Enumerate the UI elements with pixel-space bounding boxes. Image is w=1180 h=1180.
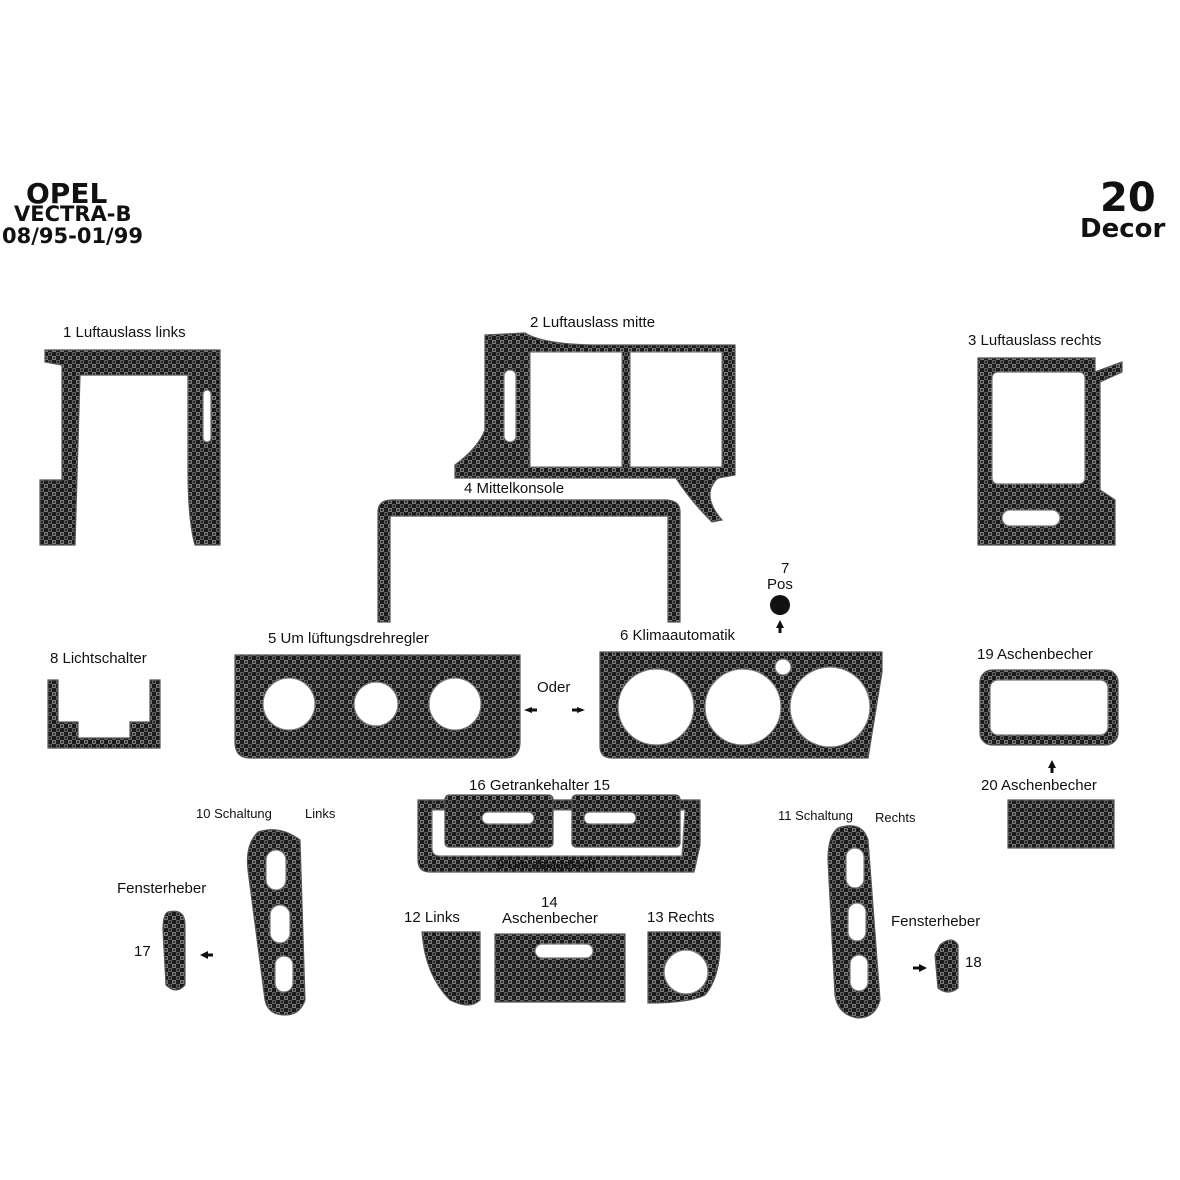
label-part-11-b: Rechts: [875, 810, 916, 825]
label-part-19: 19 Aschenbecher: [977, 646, 1093, 663]
part-12-left-panel: [421, 931, 481, 1006]
kit-type: Decor: [1080, 214, 1166, 244]
part-1-vent-left: [39, 349, 221, 546]
part-14-ashtray-panel: [494, 933, 626, 1003]
label-part-7-pos: Pos: [767, 576, 793, 593]
label-part-10-b: Links: [305, 806, 336, 821]
part-17-window-switch-left: [162, 910, 213, 991]
part-3-vent-right: [977, 357, 1123, 546]
label-part-3: 3 Luftauslass rechts: [968, 332, 1102, 349]
label-part-4: 4 Mittelkonsole: [464, 480, 565, 497]
label-part-8: 8 Lichtschalter: [50, 650, 147, 667]
piece-count: 20: [1100, 175, 1156, 221]
label-part-7-number: 7: [781, 560, 790, 577]
part-20-ashtray-plate: [1007, 760, 1115, 849]
label-part-18: 18: [965, 954, 982, 971]
label-part-5: 5 Um lüftungsdrehregler: [268, 630, 429, 647]
part-8-light-switch: [47, 679, 161, 749]
label-part-17: 17: [134, 943, 151, 960]
label-part-11-a: 11 Schaltung: [778, 808, 853, 823]
part-16-cup-holder: [444, 794, 554, 848]
label-part-13: 13 Rechts: [647, 909, 715, 926]
label-oder: Oder: [537, 679, 571, 696]
part-18-window-switch-right: [913, 939, 959, 993]
label-part-14-name: Aschenbecher: [502, 910, 598, 927]
part-13-right-panel: [647, 931, 721, 1004]
label-fensterheber-left: Fensterheber: [117, 880, 207, 897]
part-7-position-marker: [770, 595, 790, 633]
label-part-14-number: 14: [541, 894, 558, 911]
make-title: OPEL: [26, 177, 108, 210]
label-part-16-15: 16 Getrankehalter 15: [469, 777, 610, 794]
label-part-2: 2 Luftauslass mitte: [530, 314, 656, 331]
label-part-12: 12 Links: [404, 909, 460, 926]
part-10-shift-left: [246, 829, 306, 1016]
part-15-cup-holder: [571, 794, 681, 848]
model-title: VECTRA-B: [14, 202, 132, 226]
part-11-shift-right: [827, 825, 881, 1019]
label-part-9: 9 Um ablagefach: [497, 857, 596, 872]
part-6-climate-control: [599, 651, 883, 759]
label-part-20: 20 Aschenbecher: [981, 777, 1097, 794]
years-title: 08/95-01/99: [2, 224, 143, 248]
label-part-10-a: 10 Schaltung: [196, 806, 272, 821]
part-4-center-console: [377, 499, 681, 623]
label-part-1: 1 Luftauslass links: [63, 324, 186, 341]
label-fensterheber-right: Fensterheber: [891, 913, 981, 930]
label-part-6: 6 Klimaautomatik: [620, 627, 736, 644]
part-2-vent-center: [454, 332, 736, 523]
part-5-fan-knob-surround: [234, 654, 521, 759]
oder-arrows: [524, 707, 585, 713]
part-19-ashtray-frame: [979, 669, 1119, 746]
